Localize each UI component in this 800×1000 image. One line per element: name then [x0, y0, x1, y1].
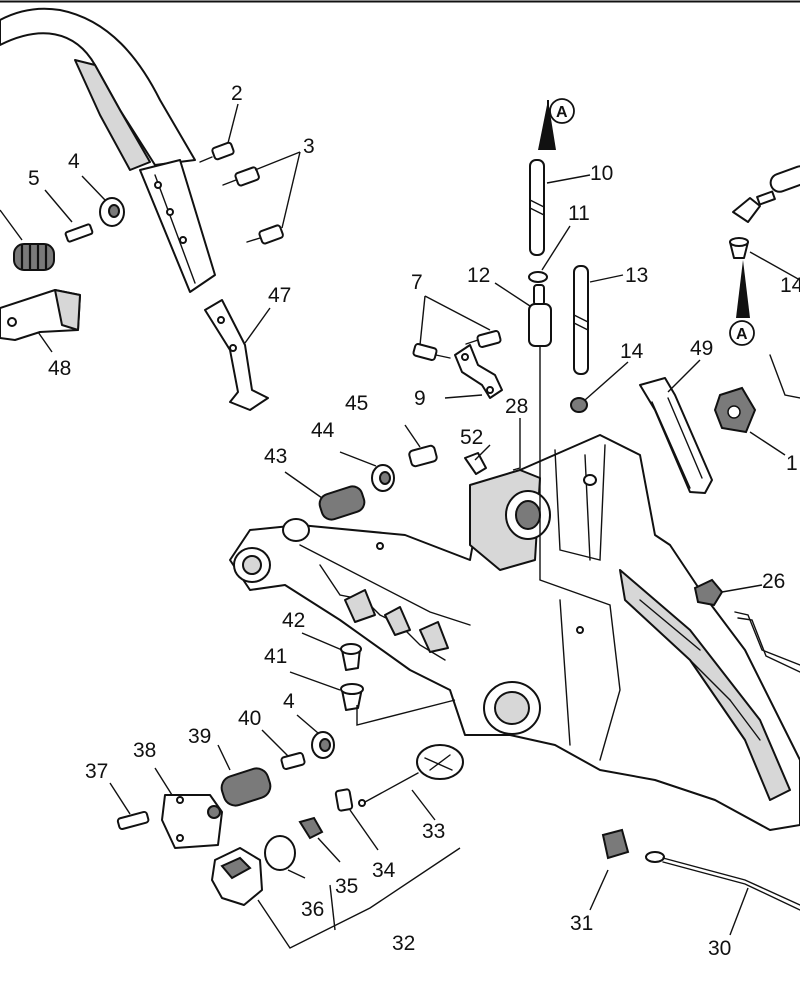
nut-4-top	[99, 197, 125, 227]
callout-44: 44	[311, 419, 335, 442]
wire-26-right	[734, 611, 800, 673]
spring-43	[318, 485, 366, 521]
callout-38: 38	[133, 739, 156, 762]
callout-40: 40	[238, 707, 261, 730]
screw-34	[334, 788, 354, 812]
callout-45: 45	[345, 392, 368, 415]
block-31	[601, 828, 630, 860]
callout-4-top: 4	[68, 150, 80, 173]
callout-5: 5	[28, 167, 40, 190]
clip-26	[693, 578, 724, 607]
callout-47: 47	[268, 284, 291, 307]
callout-7: 7	[411, 271, 423, 294]
spring-left-top	[13, 243, 55, 271]
handlebar	[0, 7, 216, 293]
reference-arrow-right	[729, 260, 755, 346]
callout-39: 39	[188, 725, 211, 748]
reference-label-a-top: A	[556, 104, 568, 121]
elbow-fitting	[732, 190, 776, 223]
clip-52	[464, 452, 487, 475]
bushing-left-housing	[282, 518, 310, 542]
spring-39	[220, 767, 272, 807]
screw-37	[116, 810, 150, 831]
bolt-2	[199, 141, 235, 163]
callout-13: 13	[625, 264, 648, 287]
callout-33: 33	[422, 820, 445, 843]
bolt-3-upper	[222, 166, 260, 187]
handlebar-hole	[179, 236, 187, 244]
handlebar-hole	[154, 181, 162, 189]
callout-49: 49	[690, 337, 713, 360]
callout-12: 12	[467, 264, 490, 287]
dipstick-33	[358, 744, 464, 807]
bushing-44	[371, 464, 395, 492]
callout-10: 10	[590, 162, 613, 185]
callout-52: 52	[460, 426, 483, 449]
callout-11: 11	[568, 202, 590, 225]
callout-2: 2	[231, 82, 243, 105]
tube-13	[573, 265, 589, 375]
callout-14-right: 14	[780, 274, 800, 297]
wire-right	[769, 354, 800, 399]
bracket-9	[454, 344, 503, 399]
callout-30: 30	[708, 937, 731, 960]
callout-9: 9	[414, 387, 426, 410]
nut-4-bottom	[311, 731, 335, 759]
reference-label-a-right: A	[736, 326, 748, 343]
handlebar-hole	[166, 208, 174, 216]
plug-42	[340, 643, 362, 671]
callout-14-center: 14	[620, 340, 644, 363]
callout-41: 41	[264, 645, 287, 668]
callout-34: 34	[372, 859, 396, 882]
plug-41	[340, 683, 364, 711]
block-1	[713, 386, 757, 434]
o-ring-36	[264, 835, 296, 871]
callout-4-bottom: 4	[283, 690, 295, 713]
callout-48: 48	[48, 357, 71, 380]
cable-30	[645, 851, 800, 911]
callout-32: 32	[392, 932, 415, 955]
callout-36: 36	[301, 898, 324, 921]
grommet-14-right	[729, 237, 749, 259]
callout-42: 42	[282, 609, 305, 632]
bracket-47	[204, 299, 269, 411]
screw-7-left	[412, 343, 451, 361]
callout-3: 3	[303, 135, 315, 158]
bracket-48	[0, 289, 81, 341]
screw-7-right	[465, 330, 502, 348]
callout-43: 43	[264, 445, 287, 468]
callout-35: 35	[335, 875, 358, 898]
tube-10	[529, 159, 545, 256]
callout-28: 28	[505, 395, 528, 418]
screw-45	[408, 444, 438, 468]
callout-26: 26	[762, 570, 785, 593]
bolt-3-lower	[246, 224, 284, 245]
cap-32	[211, 847, 263, 906]
callout-1: 1	[786, 452, 798, 475]
callout-37: 37	[85, 760, 108, 783]
plate-38	[161, 794, 223, 849]
reference-arrow-top	[538, 98, 575, 150]
callout-31: 31	[570, 912, 593, 935]
hose-top-right	[769, 165, 800, 193]
fitting-12	[528, 284, 552, 347]
clip-35	[298, 816, 324, 840]
screw-5	[64, 223, 94, 243]
screw-40	[280, 752, 306, 770]
leader-lines	[0, 103, 800, 949]
ring-11	[528, 271, 548, 283]
cover-49	[639, 377, 713, 494]
grommet-14	[570, 397, 588, 413]
main-housing	[229, 434, 800, 831]
